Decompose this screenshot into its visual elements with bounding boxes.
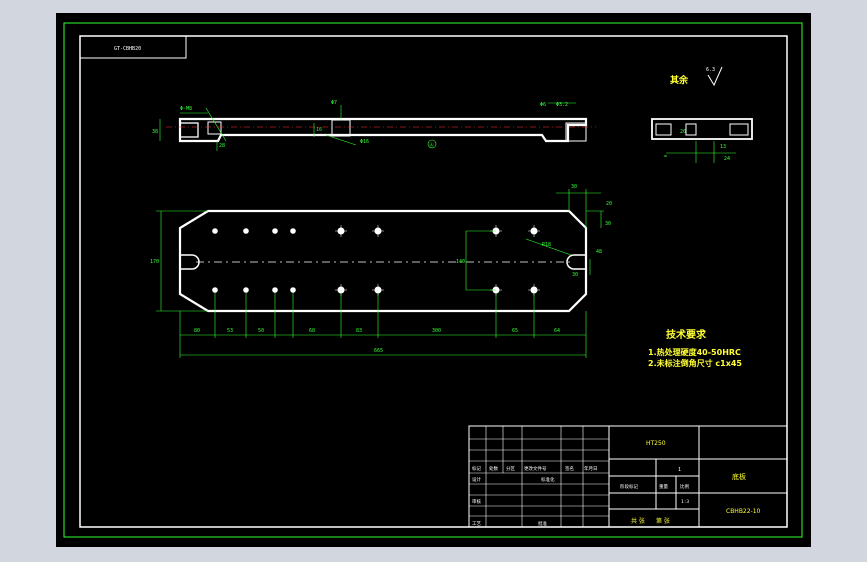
bottom-dim-83: 83 <box>356 328 362 334</box>
tb-label-std: 标准化 <box>541 476 555 483</box>
part-number: CBHB22-10 <box>726 508 761 515</box>
top-dim-48: 48 <box>596 249 602 255</box>
tech-req-title: 技术要求 <box>666 328 707 341</box>
outer-frame <box>63 22 803 538</box>
side-dim-4: = <box>664 154 667 160</box>
drawing-number-text: GT-CBHB20 <box>114 46 141 52</box>
top-dim-r18: R18 <box>542 242 551 248</box>
tb-label-change: 更改文件号 <box>524 465 547 472</box>
side-dim-3: 24 <box>724 156 730 162</box>
front-dim-4: 28 <box>219 143 225 149</box>
top-dim-30a: 30 <box>571 184 577 190</box>
top-view: 30 30 30 20 R18 48 170 140 80 53 50 68 8… <box>150 184 612 358</box>
front-dim-1: Φ-M8 <box>180 106 192 112</box>
tb-label-craft: 工艺 <box>472 521 481 527</box>
top-dim-30c: 30 <box>572 272 578 278</box>
tech-req-item-1: 1.热处理硬度40-50HRC <box>648 347 741 357</box>
surface-finish-value: 6.3 <box>706 67 715 73</box>
bottom-dim-65: 65 <box>512 328 518 334</box>
part-name: 底板 <box>732 472 746 481</box>
tb-label-design: 设计 <box>472 476 481 483</box>
tb-label-scale: 比例 <box>680 483 689 490</box>
tb-label-review: 审核 <box>472 498 481 505</box>
bottom-dim-53: 53 <box>227 328 233 334</box>
scale-value: 1 <box>678 467 681 473</box>
tb-label-approve: 批准 <box>538 520 547 527</box>
tb-label-sheet-no: 第 张 <box>656 517 670 525</box>
tech-req-item-2: 2.未标注倒角尺寸 c1x45 <box>648 358 742 368</box>
section-marker: Ⓐ <box>429 142 434 149</box>
front-view: Φ-M8 38 16 28 Φ7 Φ16 Φ6 Φ3.2 Ⓐ <box>152 100 596 151</box>
drawing-number-box <box>79 35 187 59</box>
tb-label-ratio: 1:3 <box>681 499 689 505</box>
tb-label-stage: 阶段标记 <box>620 483 638 490</box>
title-block <box>468 425 788 528</box>
top-dim-30b: 30 <box>605 221 611 227</box>
roughness-symbol-icon <box>707 66 723 87</box>
front-dim-3: 16 <box>316 127 322 133</box>
side-view: 20 13 24 = <box>651 118 753 163</box>
material-text: HT250 <box>646 440 666 447</box>
bottom-dim-50: 50 <box>258 328 264 334</box>
top-dim-170: 170 <box>150 259 159 265</box>
top-dim-20: 20 <box>606 201 612 207</box>
front-dim-7: Φ6 <box>540 102 546 108</box>
side-dim-2: 13 <box>720 144 726 150</box>
bottom-dim-80: 80 <box>194 328 200 334</box>
tb-label-weight: 重量 <box>659 483 668 490</box>
tb-label-date: 年月日 <box>584 465 598 472</box>
cad-drawing[interactable]: GT-CBHB20 其余 6.3 Φ-M8 38 16 28 Φ7 Φ16 Φ6… <box>56 13 811 547</box>
top-dim-140: 140 <box>456 259 465 265</box>
tb-label-count: 处数 <box>489 465 498 472</box>
front-dim-6: Φ16 <box>360 139 369 145</box>
front-dim-5: Φ7 <box>331 100 337 106</box>
surface-finish-label: 其余 <box>670 74 689 86</box>
tb-label-mark: 标记 <box>472 465 481 472</box>
inner-frame <box>79 35 788 528</box>
bottom-dim-64: 64 <box>554 328 560 334</box>
tb-label-sheets-total: 共 张 <box>631 517 645 525</box>
drawing-viewport[interactable]: GT-CBHB20 其余 6.3 Φ-M8 38 16 28 Φ7 Φ16 Φ6… <box>56 13 811 547</box>
bottom-dim-68: 68 <box>309 328 315 334</box>
overall-length: 665 <box>374 348 383 354</box>
bottom-dim-300: 300 <box>432 328 441 334</box>
tb-label-zone: 分区 <box>506 465 515 472</box>
tb-label-sign: 签名 <box>565 465 574 472</box>
front-dim-2: 38 <box>152 129 158 135</box>
side-dim-1: 20 <box>680 129 686 135</box>
front-dim-8: Φ3.2 <box>556 102 568 108</box>
